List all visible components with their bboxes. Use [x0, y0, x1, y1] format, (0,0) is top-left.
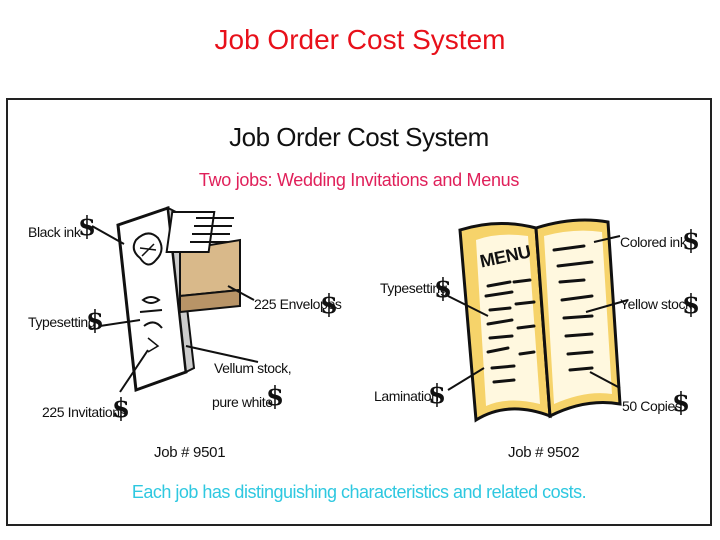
dollar-icon: $ — [434, 274, 453, 304]
label-50-copies: 50 Copies — [622, 398, 682, 414]
job-number-9501: Job # 9501 — [154, 444, 226, 461]
dollar-icon: $ — [428, 380, 447, 410]
dollar-icon: $ — [672, 388, 691, 418]
dollar-icon: $ — [682, 226, 701, 256]
diagram-illustration — [91, 205, 629, 423]
job-number-9502: Job # 9502 — [508, 444, 580, 461]
footnote: Each job has distinguishing characterist… — [131, 482, 587, 502]
diagram-title: Job Order Cost System — [229, 122, 489, 152]
label-pure-white: pure white — [212, 394, 273, 410]
menu-book-illustration — [458, 218, 622, 423]
label-typesetting-job2: Typesetting — [380, 280, 448, 296]
slide-title: Job Order Cost System — [214, 24, 506, 55]
label-lamination: Lamination — [374, 388, 439, 404]
dollar-icon: $ — [266, 382, 285, 412]
diagram-frame: Job Order Cost System Two jobs: Wedding … — [6, 98, 712, 526]
label-yellow-stock: Yellow stock — [620, 296, 692, 312]
label-225-envelopes: 225 Envelopes — [254, 296, 342, 312]
diagram-subtitle: Two jobs: Wedding Invitations and Menus — [198, 170, 520, 190]
dollar-icon: $ — [86, 306, 105, 336]
pointer-lines — [91, 225, 629, 393]
dollar-icon: $ — [78, 212, 97, 242]
envelope-box-illustration — [165, 211, 241, 314]
dollar-icon: $ — [112, 394, 131, 424]
label-black-ink: Black ink — [28, 224, 81, 240]
label-225-invitations: 225 Invitations — [42, 404, 127, 420]
label-colored-ink: Colored ink — [620, 234, 687, 250]
label-vellum-stock: Vellum stock, — [214, 360, 292, 376]
label-typesetting-job1: Typesetting — [28, 314, 96, 330]
dollar-icon: $ — [320, 290, 339, 320]
dollar-icon: $ — [682, 290, 701, 320]
